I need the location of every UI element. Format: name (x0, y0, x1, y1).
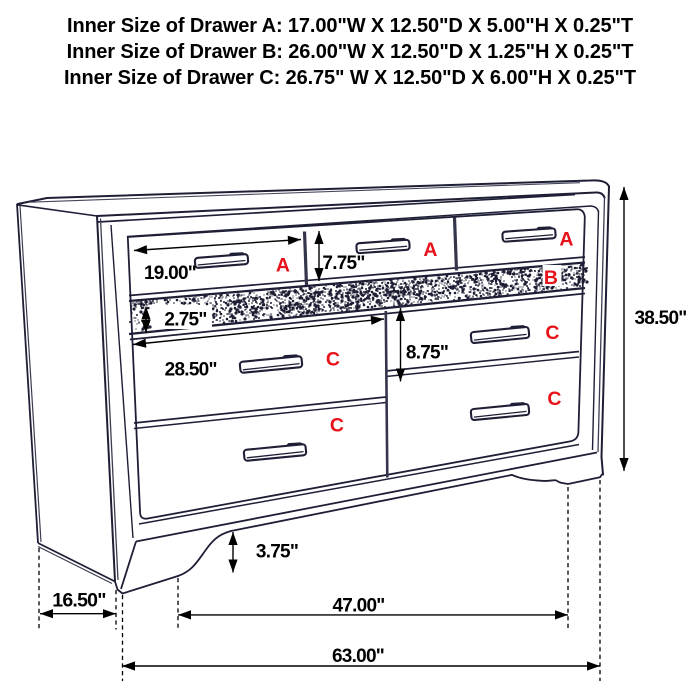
svg-text:A: A (276, 255, 290, 277)
svg-text:8.75": 8.75" (406, 343, 448, 364)
svg-text:A: A (423, 239, 437, 261)
svg-text:B: B (544, 267, 558, 289)
svg-text:C: C (547, 388, 561, 410)
svg-text:A: A (559, 229, 573, 251)
svg-text:3.75": 3.75" (256, 542, 298, 563)
svg-text:63.00": 63.00" (332, 646, 384, 667)
svg-text:19.00": 19.00" (144, 263, 196, 284)
svg-text:38.50": 38.50" (634, 308, 686, 329)
svg-text:16.50": 16.50" (52, 590, 106, 612)
svg-text:C: C (545, 322, 559, 344)
svg-text:C: C (330, 415, 344, 437)
svg-text:47.00": 47.00" (332, 596, 384, 617)
svg-text:7.75": 7.75" (322, 253, 364, 274)
svg-text:2.75": 2.75" (164, 310, 206, 331)
svg-text:C: C (326, 349, 340, 371)
svg-text:28.50": 28.50" (165, 360, 217, 381)
